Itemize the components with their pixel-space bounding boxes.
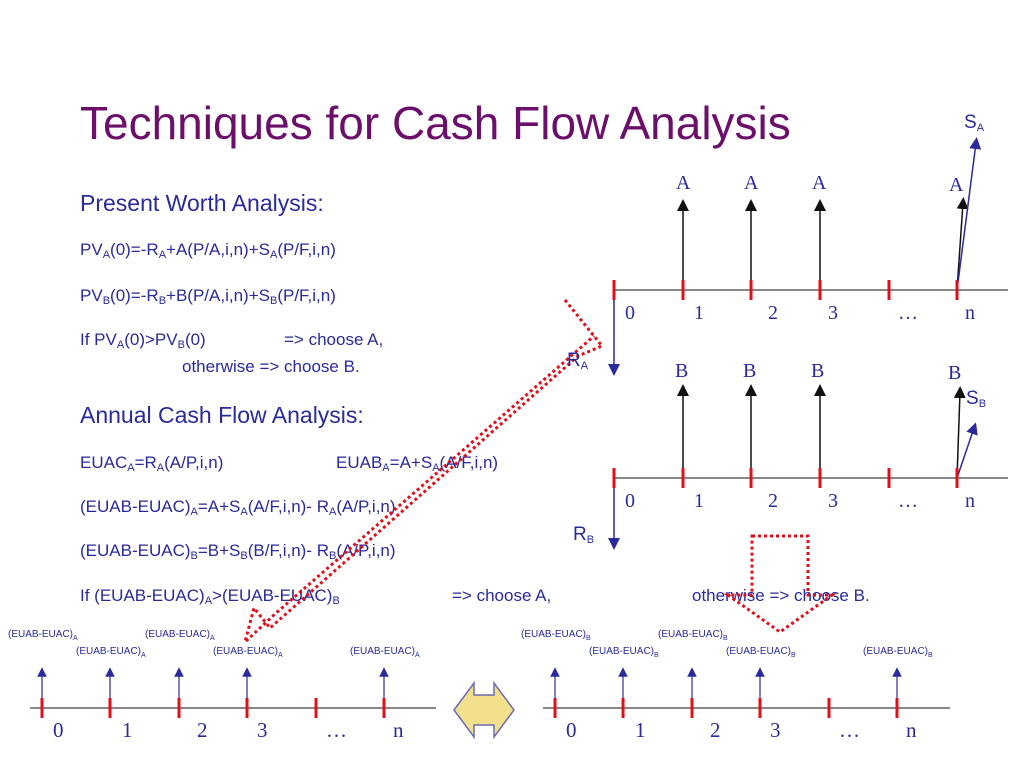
acfa-heading: Annual Cash Flow Analysis: bbox=[80, 402, 364, 428]
diagram-b-period: … bbox=[898, 490, 918, 512]
diagram-a-salvage-label: SA bbox=[964, 112, 985, 134]
annual-a-label: (EUAB-EUAC)A bbox=[350, 646, 420, 659]
diagram-a-label: A bbox=[812, 172, 827, 194]
annual-b-label: (EUAB-EUAC)B bbox=[521, 629, 591, 642]
ac-decision-rule: If (EUAB-EUAC)A>(EUAB-EUAC)B bbox=[80, 586, 340, 607]
annual-a-period: n bbox=[393, 718, 404, 742]
annual-b-period: 3 bbox=[770, 718, 781, 742]
diagram-a bbox=[608, 137, 1008, 376]
conversion-arrow-down bbox=[723, 534, 837, 634]
diagram-a-label: A bbox=[744, 172, 759, 194]
ac-choose-b: otherwise => choose B. bbox=[692, 586, 870, 605]
annual-b-arrows bbox=[550, 667, 902, 708]
conversion-arrow-diagonal bbox=[242, 299, 605, 647]
diagram-b-cost-label: RB bbox=[573, 524, 595, 546]
annual-a-arrows bbox=[37, 667, 389, 708]
diagram-b-period: 2 bbox=[768, 490, 778, 512]
diagram-a-ticks bbox=[612, 280, 959, 300]
annual-a-period: 3 bbox=[257, 718, 268, 742]
annual-a-period: 2 bbox=[197, 718, 208, 742]
diagram-b-label: B bbox=[743, 360, 757, 382]
euac-formula: EUACA=RA(A/P,i,n) bbox=[80, 453, 224, 474]
annual-b-ticks bbox=[553, 698, 899, 718]
diagram-b-salvage-label: SB bbox=[966, 388, 987, 410]
annual-b-label: (EUAB-EUAC)B bbox=[658, 629, 728, 642]
annual-b-period: … bbox=[839, 718, 860, 742]
annual-b-label: (EUAB-EUAC)B bbox=[863, 646, 933, 659]
diagram-a-salvage-arrow bbox=[956, 137, 982, 291]
annual-a-ticks bbox=[40, 698, 386, 718]
annual-a-label: (EUAB-EUAC)A bbox=[76, 646, 146, 659]
annual-a-label: (EUAB-EUAC)A bbox=[145, 629, 215, 642]
diagram-a-period: 2 bbox=[768, 302, 778, 324]
diagram-a-label: A bbox=[676, 172, 691, 194]
diagram-a-period: … bbox=[898, 302, 918, 324]
diagram-b-cash-arrow bbox=[953, 386, 966, 479]
annual-b-label: (EUAB-EUAC)B bbox=[726, 646, 796, 659]
diagram-a-label: A bbox=[949, 174, 964, 196]
diagram-b-label: B bbox=[811, 360, 825, 382]
annual-a-period: 0 bbox=[53, 718, 64, 742]
pwa-heading: Present Worth Analysis: bbox=[80, 190, 324, 216]
diagram-b-period: n bbox=[965, 490, 975, 512]
diagram-b-ticks bbox=[612, 468, 959, 488]
annual-b-period: 1 bbox=[635, 718, 646, 742]
annual-b-period: n bbox=[906, 718, 917, 742]
net-annual-a-formula: (EUAB-EUAC)A=A+SA(A/F,i,n)- RA(A/P,i,n) bbox=[80, 497, 396, 518]
pv-b-formula: PVB(0)=-RB+B(P/A,i,n)+SB(P/F,i,n) bbox=[80, 286, 336, 307]
diagram-a-period: 1 bbox=[694, 302, 704, 324]
diagram-b bbox=[608, 384, 1008, 550]
annual-b-period: 2 bbox=[710, 718, 721, 742]
diagram-a-period: 3 bbox=[828, 302, 838, 324]
diagram-a-cost-label: RA bbox=[567, 350, 589, 372]
diagram-b-period: 1 bbox=[694, 490, 704, 512]
diagram-b-label: B bbox=[675, 360, 689, 382]
ac-choose-a: => choose A, bbox=[452, 586, 552, 605]
diagram-b-period: 0 bbox=[625, 490, 635, 512]
diagram-a-period: n bbox=[965, 302, 975, 324]
pv-decision-rule: If PVA(0)>PVB(0) bbox=[80, 330, 206, 351]
annual-b-label: (EUAB-EUAC)B bbox=[589, 646, 659, 659]
pv-a-formula: PVA(0)=-RA+A(P/A,i,n)+SA(P/F,i,n) bbox=[80, 240, 336, 261]
annual-diagram-b bbox=[543, 667, 950, 718]
annual-a-label: (EUAB-EUAC)A bbox=[8, 629, 78, 642]
diagram-b-salvage-arrow bbox=[956, 422, 978, 479]
pv-choose-b: otherwise => choose B. bbox=[182, 357, 360, 376]
slide-title: Techniques for Cash Flow Analysis bbox=[80, 97, 791, 149]
diagram-a-period: 0 bbox=[625, 302, 635, 324]
annual-a-period: 1 bbox=[122, 718, 133, 742]
pv-choose-a: => choose A, bbox=[284, 330, 384, 349]
diagram-b-label: B bbox=[948, 362, 962, 384]
swap-double-arrow bbox=[453, 680, 515, 740]
diagram-a-cash-arrow bbox=[956, 197, 969, 291]
annual-b-period: 0 bbox=[566, 718, 577, 742]
diagram-b-period: 3 bbox=[828, 490, 838, 512]
annual-diagram-a bbox=[30, 667, 436, 718]
annual-a-period: … bbox=[326, 718, 347, 742]
annual-a-label: (EUAB-EUAC)A bbox=[213, 646, 283, 659]
